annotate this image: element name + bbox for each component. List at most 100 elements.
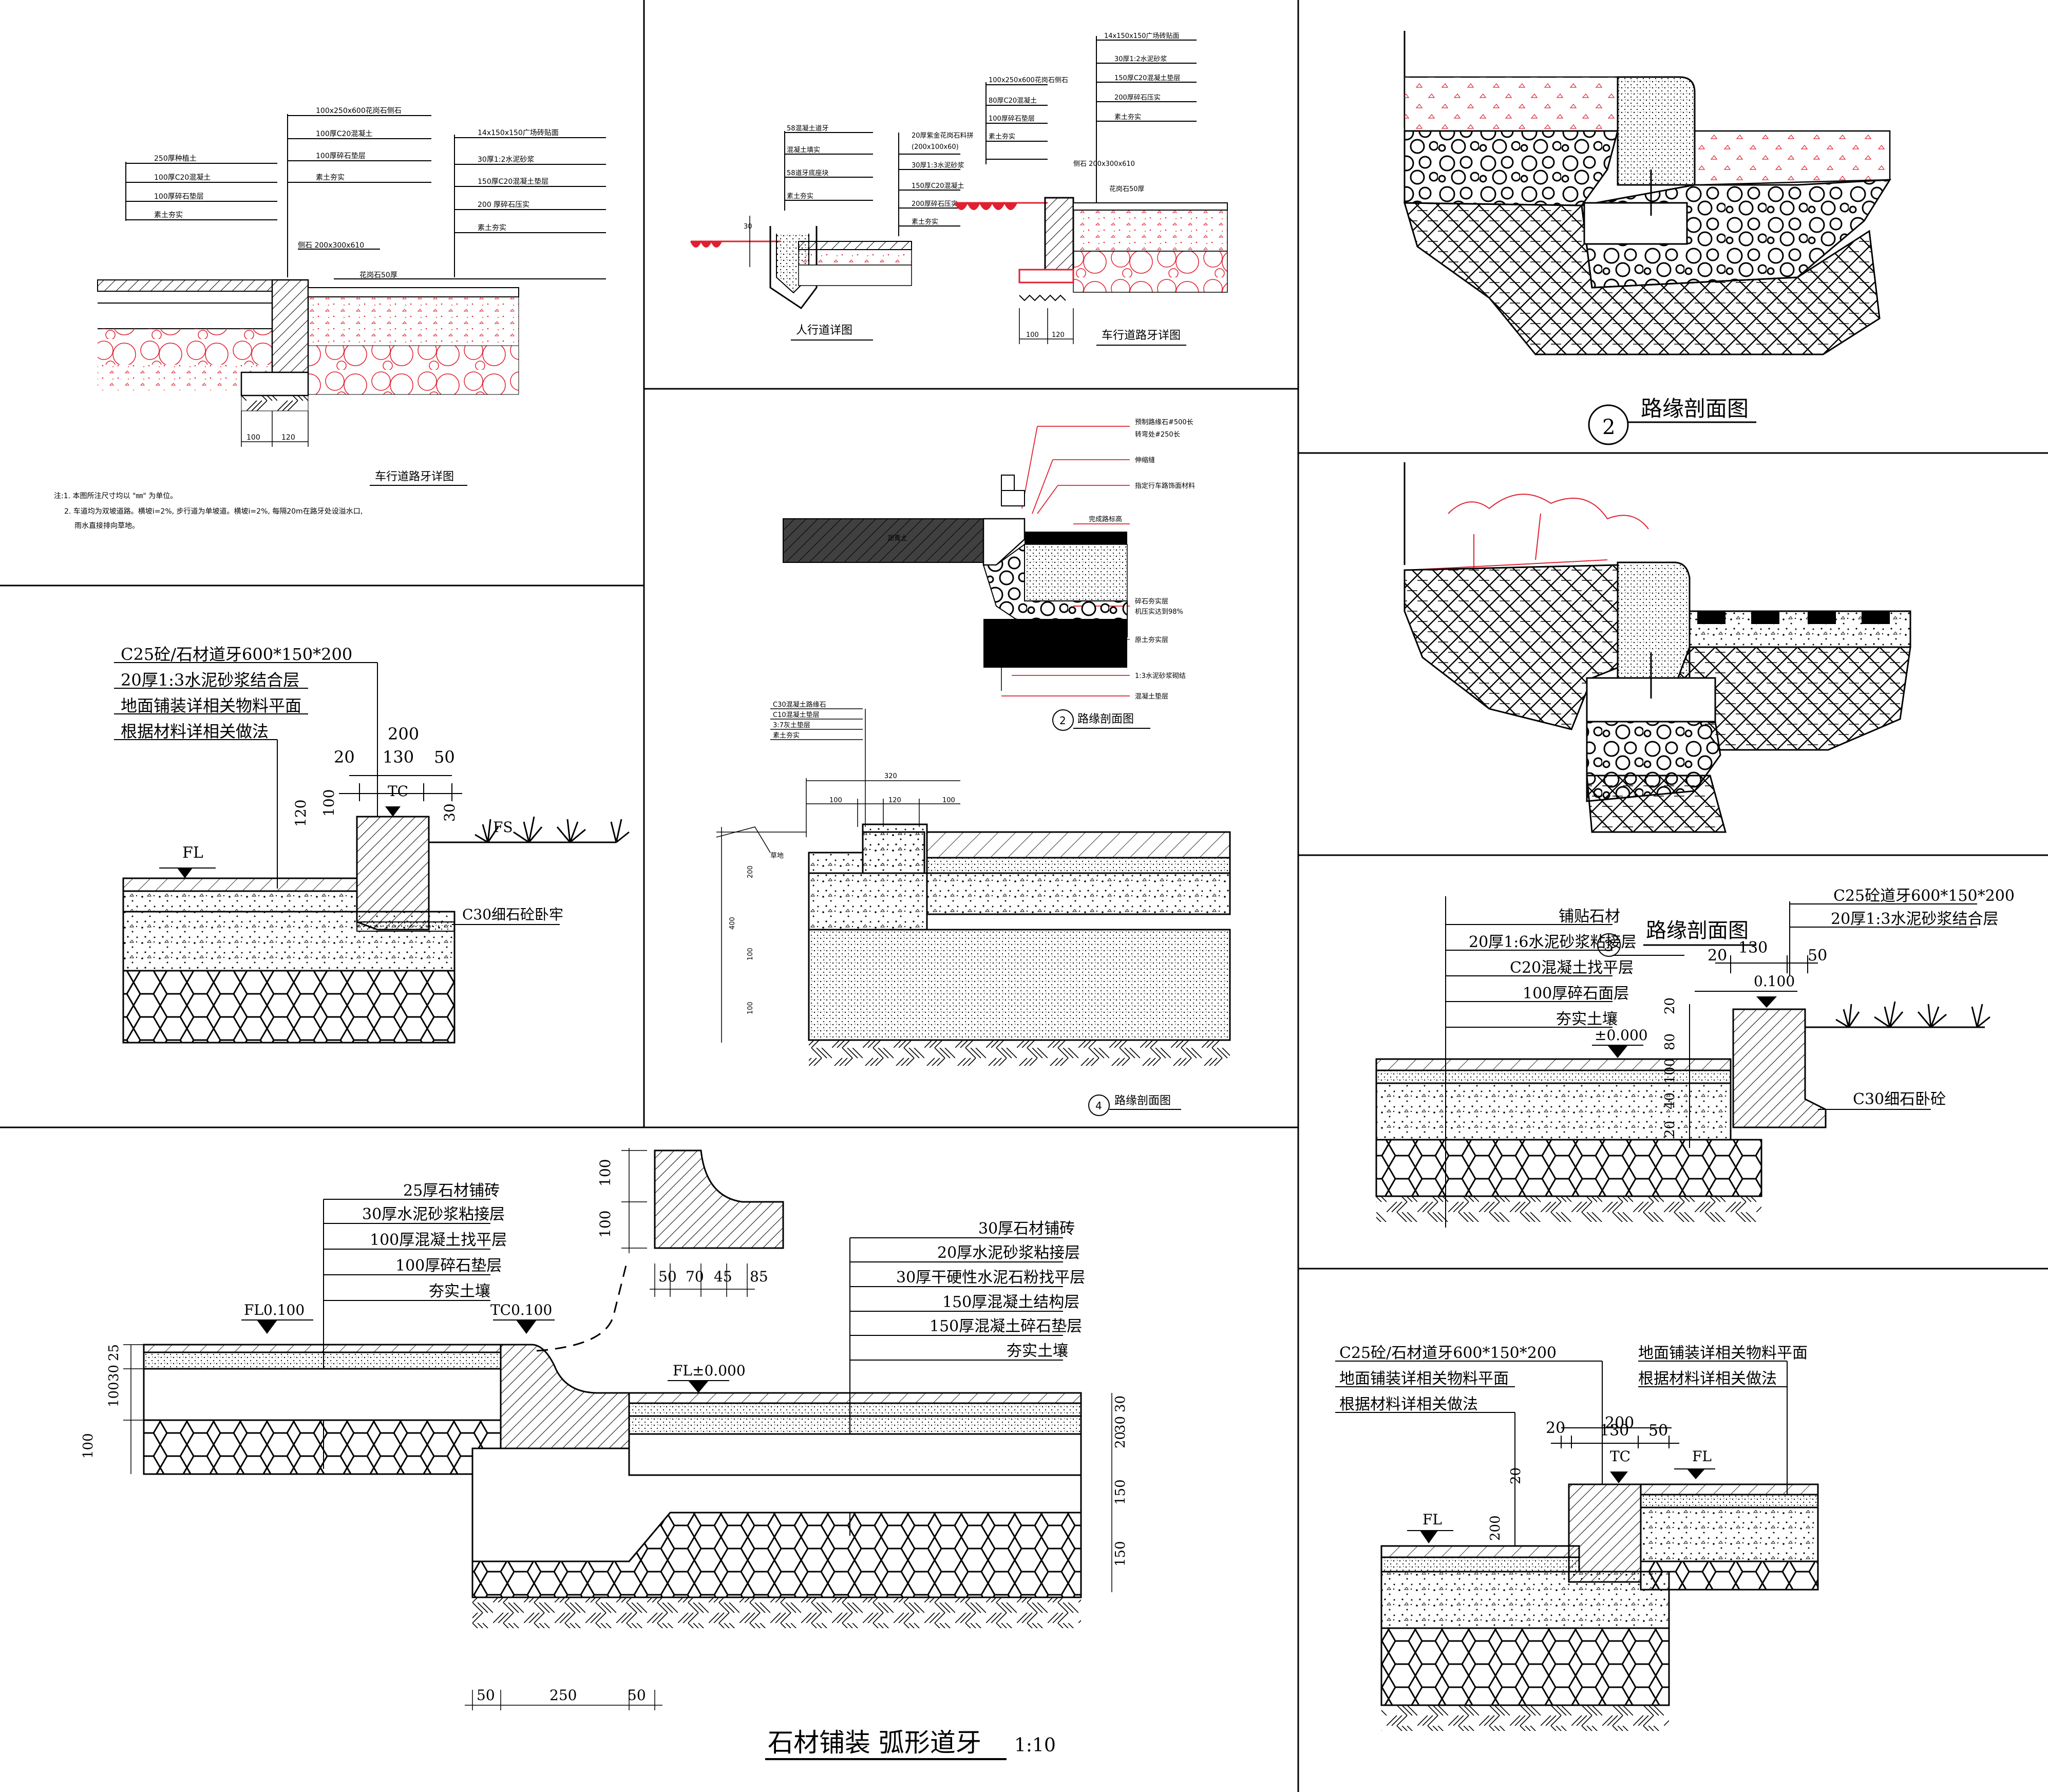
svg-text:100厚碎石垫层: 100厚碎石垫层 bbox=[395, 1257, 502, 1275]
svg-text:120: 120 bbox=[281, 433, 295, 442]
svg-text:3:7灰土垫层: 3:7灰土垫层 bbox=[773, 721, 810, 729]
svg-text:25: 25 bbox=[106, 1344, 122, 1361]
svg-text:150厚C20混凝土: 150厚C20混凝土 bbox=[912, 182, 964, 190]
svg-text:30: 30 bbox=[441, 803, 458, 822]
svg-text:(200x100x60): (200x100x60) bbox=[912, 143, 959, 151]
svg-text:20: 20 bbox=[334, 747, 355, 767]
svg-text:FL: FL bbox=[1692, 1448, 1712, 1465]
svg-text:58混凝土道牙: 58混凝土道牙 bbox=[787, 124, 829, 133]
svg-text:根据材料详相关做法: 根据材料详相关做法 bbox=[1339, 1395, 1478, 1413]
svg-text:±0.000: ±0.000 bbox=[1595, 1027, 1648, 1044]
svg-text:70: 70 bbox=[686, 1268, 704, 1285]
svg-text:素土夯实: 素土夯实 bbox=[773, 732, 800, 740]
svg-text:C25砼/石材道牙600*150*200: C25砼/石材道牙600*150*200 bbox=[1339, 1344, 1557, 1362]
svg-text:200: 200 bbox=[1488, 1515, 1503, 1541]
svg-text:3: 3 bbox=[1604, 937, 1614, 955]
svg-text:100厚C20混凝土: 100厚C20混凝土 bbox=[154, 174, 211, 182]
svg-text:原土夯实层: 原土夯实层 bbox=[1135, 636, 1168, 644]
svg-text:20: 20 bbox=[1546, 1419, 1565, 1437]
svg-text:TC0.100: TC0.100 bbox=[490, 1301, 552, 1318]
svg-text:30厚1:3水泥砂浆: 30厚1:3水泥砂浆 bbox=[912, 162, 964, 169]
panel-b-road-title: 车行道路牙详图 bbox=[1102, 329, 1181, 342]
svg-text:320: 320 bbox=[884, 772, 897, 780]
svg-text:2. 车道均为双坡道路。横坡i=2%, 步行道为单坡道。横坡: 2. 车道均为双坡道路。横坡i=2%, 步行道为单坡道。横坡i=2%, 每隔20… bbox=[64, 507, 363, 516]
svg-text:FL±0.000: FL±0.000 bbox=[673, 1362, 746, 1379]
svg-text:素土夯实: 素土夯实 bbox=[1114, 114, 1141, 121]
svg-text:完成路标高: 完成路标高 bbox=[1089, 515, 1122, 523]
svg-text:130: 130 bbox=[1738, 939, 1768, 957]
panel-e-title-2: 路缘剖面图 bbox=[1077, 713, 1134, 726]
svg-text:C25砼/石材道牙600*150*200: C25砼/石材道牙600*150*200 bbox=[121, 645, 352, 664]
svg-text:100: 100 bbox=[597, 1159, 614, 1186]
svg-text:120: 120 bbox=[888, 797, 901, 804]
svg-text:转弯处#250长: 转弯处#250长 bbox=[1135, 430, 1180, 439]
svg-text:100厚碎石垫层: 100厚碎石垫层 bbox=[989, 115, 1035, 123]
svg-text:250厚种植土: 250厚种植土 bbox=[154, 155, 197, 163]
svg-text:150: 150 bbox=[1113, 1479, 1128, 1505]
svg-text:30: 30 bbox=[1113, 1395, 1128, 1412]
svg-text:C10混凝土垫层: C10混凝土垫层 bbox=[773, 711, 820, 719]
svg-text:200 厚碎石压实: 200 厚碎石压实 bbox=[478, 201, 529, 209]
svg-text:FL: FL bbox=[1423, 1511, 1442, 1528]
svg-text:150厚C20混凝土垫层: 150厚C20混凝土垫层 bbox=[1114, 74, 1180, 82]
svg-text:30: 30 bbox=[1113, 1416, 1128, 1433]
svg-text:碎石夯实层: 碎石夯实层 bbox=[1135, 598, 1168, 606]
svg-text:沥青土: 沥青土 bbox=[887, 535, 907, 542]
svg-text:100: 100 bbox=[829, 797, 842, 804]
svg-text:30厚1:2水泥砂浆: 30厚1:2水泥砂浆 bbox=[1114, 55, 1167, 63]
svg-text:地面铺装详相关物料平面: 地面铺装详相关物料平面 bbox=[1339, 1370, 1509, 1388]
svg-text:TC: TC bbox=[1610, 1448, 1630, 1465]
svg-text:花岗石50厚: 花岗石50厚 bbox=[359, 271, 397, 279]
svg-text:素土夯实: 素土夯实 bbox=[478, 224, 506, 232]
svg-text:C25砼道牙600*150*200: C25砼道牙600*150*200 bbox=[1833, 887, 2015, 905]
panel-e-title-4: 路缘剖面图 bbox=[1114, 1095, 1171, 1107]
svg-text:地面铺装详相关物料平面: 地面铺装详相关物料平面 bbox=[1638, 1344, 1808, 1362]
svg-text:0.100: 0.100 bbox=[1754, 973, 1795, 990]
svg-text:夯实土壤: 夯实土壤 bbox=[1556, 1010, 1618, 1028]
panel-c-edge-section: 2 路缘剖面图 bbox=[1403, 31, 1891, 445]
svg-text:2: 2 bbox=[1059, 714, 1066, 727]
svg-text:100: 100 bbox=[942, 797, 955, 804]
svg-text:混凝土填实: 混凝土填实 bbox=[787, 146, 820, 154]
svg-text:FS: FS bbox=[493, 819, 513, 836]
svg-text:20厚水泥砂浆粘接层: 20厚水泥砂浆粘接层 bbox=[937, 1244, 1080, 1262]
svg-text:30厚水泥砂浆粘接层: 30厚水泥砂浆粘接层 bbox=[362, 1205, 505, 1223]
svg-text:50: 50 bbox=[1648, 1422, 1668, 1440]
panel-e-edge-sections: 预制路缘石#500长 转弯处#250长 伸缩缝 指定行车路饰面材料 完成路标高 … bbox=[716, 418, 1231, 1116]
panel-f-stone-curve-curb: 25厚石材铺砖 30厚水泥砂浆粘接层 100厚混凝土找平层 100厚碎石垫层 夯… bbox=[81, 1148, 1128, 1760]
svg-text:50: 50 bbox=[477, 1687, 495, 1704]
svg-text:50: 50 bbox=[628, 1687, 646, 1704]
svg-text:20厚1:3水泥砂浆结合层: 20厚1:3水泥砂浆结合层 bbox=[121, 670, 299, 690]
svg-text:20: 20 bbox=[1662, 997, 1678, 1014]
svg-text:FL0.100: FL0.100 bbox=[244, 1301, 305, 1318]
svg-text:素土夯实: 素土夯实 bbox=[912, 218, 938, 226]
svg-text:素土夯实: 素土夯实 bbox=[989, 133, 1015, 141]
svg-text:100厚混凝土找平层: 100厚混凝土找平层 bbox=[370, 1231, 507, 1249]
svg-text:雨水直接排向草地。: 雨水直接排向草地。 bbox=[74, 521, 139, 530]
panel-b-sidewalk-title: 人行道详图 bbox=[796, 324, 852, 337]
svg-text:100厚C20混凝土: 100厚C20混凝土 bbox=[316, 130, 372, 138]
svg-text:20厚1:6水泥砂浆粘接层: 20厚1:6水泥砂浆粘接层 bbox=[1469, 933, 1636, 951]
svg-text:100: 100 bbox=[81, 1433, 96, 1459]
svg-text:30厚1:2水泥砂浆: 30厚1:2水泥砂浆 bbox=[478, 156, 534, 164]
svg-text:130: 130 bbox=[383, 747, 414, 767]
svg-text:20厚紫金花岗石料拼: 20厚紫金花岗石料拼 bbox=[912, 131, 974, 140]
svg-text:50: 50 bbox=[1808, 947, 1827, 965]
svg-text:素土夯实: 素土夯实 bbox=[316, 174, 345, 182]
svg-text:1:10: 1:10 bbox=[1014, 1735, 1056, 1756]
panel-i-title: 路缘剖面图 bbox=[1646, 919, 1749, 942]
svg-text:C30混凝土路缘石: C30混凝土路缘石 bbox=[773, 701, 826, 709]
svg-text:200厚碎石压实: 200厚碎石压实 bbox=[912, 200, 958, 208]
svg-text:FL: FL bbox=[182, 844, 203, 862]
svg-text:100: 100 bbox=[747, 1002, 754, 1014]
panel-j-curb-section: C25砼/石材道牙600*150*200 地面铺装详相关物料平面 根据材料详相关… bbox=[1335, 1344, 1819, 1731]
svg-text:100厚碎石垫层: 100厚碎石垫层 bbox=[154, 193, 204, 201]
svg-text:素土夯实: 素土夯实 bbox=[787, 193, 813, 200]
svg-text:80厚C20混凝土: 80厚C20混凝土 bbox=[989, 97, 1037, 105]
svg-text:4: 4 bbox=[1095, 1100, 1102, 1112]
svg-text:20: 20 bbox=[1113, 1431, 1128, 1448]
svg-text:85: 85 bbox=[750, 1268, 768, 1285]
svg-text:1:3水泥砂浆砌结: 1:3水泥砂浆砌结 bbox=[1135, 672, 1186, 680]
svg-text:100: 100 bbox=[597, 1211, 614, 1238]
